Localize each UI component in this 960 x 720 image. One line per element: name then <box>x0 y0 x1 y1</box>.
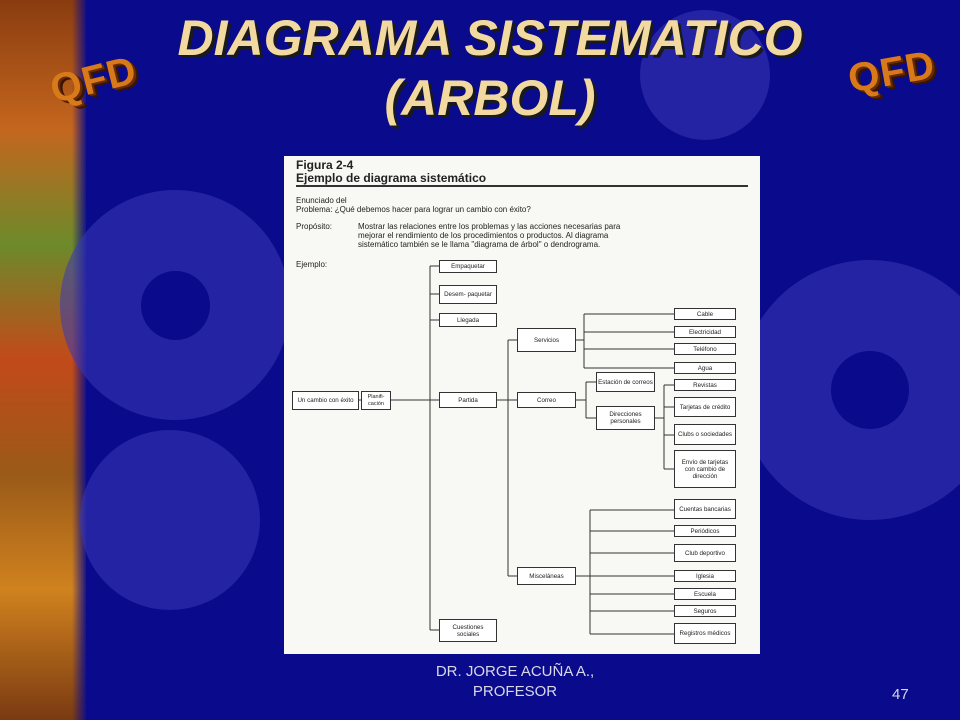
node-direcciones-personales: Direcciones personales <box>596 406 655 430</box>
purpose-label: Propósito: <box>296 222 333 231</box>
node-cuestiones-sociales: Cuestiones sociales <box>439 619 497 642</box>
footer-author: DR. JORGE ACUÑA A., <box>435 663 595 680</box>
figure-title: Ejemplo de diagrama sistemático <box>296 171 487 185</box>
figure-label: Figura 2-4 <box>296 158 354 172</box>
node-iglesia: Iglesia <box>674 570 736 582</box>
node-correo: Correo <box>517 392 576 408</box>
slide-footer: DR. JORGE ACUÑA A., PROFESOR <box>390 662 640 702</box>
gear-icon <box>640 10 770 140</box>
statement-label: Enunciado del Problema: ¿Qué debemos hac… <box>296 196 531 214</box>
node-cuentas-bancarias: Cuentas bancarias <box>674 499 736 519</box>
node-escuela: Escuela <box>674 588 736 600</box>
node-planificacion: Planifi- cación <box>361 391 391 410</box>
tree-connectors <box>359 265 674 635</box>
statement-label-1: Enunciado del <box>296 196 347 205</box>
node-partida: Partida <box>439 392 497 408</box>
node-club-deportivo: Club deportivo <box>674 544 736 562</box>
statement-label-2: Problema: <box>296 205 333 214</box>
node-cable: Cable <box>674 308 736 320</box>
node-telefono: Teléfono <box>674 343 736 355</box>
figure-rule <box>296 185 748 187</box>
purpose-line-3: sistemático también se le llama "diagram… <box>358 240 601 249</box>
gear-icon <box>740 260 960 520</box>
node-clubs-sociedades: Clubs o sociedades <box>674 424 736 445</box>
node-revistas: Revistas <box>674 379 736 391</box>
node-registros-medicos: Registros médicos <box>674 623 736 644</box>
node-periodicos: Periódicos <box>674 525 736 537</box>
purpose-text: Mostrar las relaciones entre los problem… <box>358 222 758 249</box>
purpose-line-1: Mostrar las relaciones entre los problem… <box>358 222 621 231</box>
node-agua: Agua <box>674 362 736 374</box>
node-electricidad: Electricidad <box>674 326 736 338</box>
title-line-1: DIAGRAMA SISTEMATICO <box>177 10 803 66</box>
gear-icon <box>60 190 290 420</box>
gear-icon <box>80 430 260 610</box>
node-llegada: Llegada <box>439 313 497 327</box>
purpose-line-2: mejorar el rendimiento de los procedimie… <box>358 231 609 240</box>
diagram-figure: Figura 2-4 Ejemplo de diagrama sistemáti… <box>284 156 760 654</box>
node-servicios: Servicios <box>517 328 576 352</box>
footer-role: PROFESOR <box>472 683 558 700</box>
statement-text: ¿Qué debemos hacer para lograr un cambio… <box>334 205 531 214</box>
node-envio-tarjetas: Envío de tarjetas con cambio de direcció… <box>674 450 736 488</box>
node-root: Un cambio con éxito <box>292 391 359 410</box>
slide-title: DIAGRAMA SISTEMATICO (ARBOL) <box>120 8 860 128</box>
node-empaquetar: Empaquetar <box>439 260 497 273</box>
node-miscelaneas: Misceláneas <box>517 567 576 585</box>
node-desempaquetar: Desem- paquetar <box>439 285 497 304</box>
node-tarjetas-credito: Tarjetas de crédito <box>674 397 736 417</box>
node-estacion-correos: Estación de correos <box>596 372 655 392</box>
node-seguros: Seguros <box>674 605 736 617</box>
example-label: Ejemplo: <box>296 260 328 269</box>
page-number: 47 <box>892 686 909 703</box>
figure-heading: Figura 2-4 Ejemplo de diagrama sistemáti… <box>296 159 486 185</box>
title-line-2: (ARBOL) <box>384 70 596 126</box>
